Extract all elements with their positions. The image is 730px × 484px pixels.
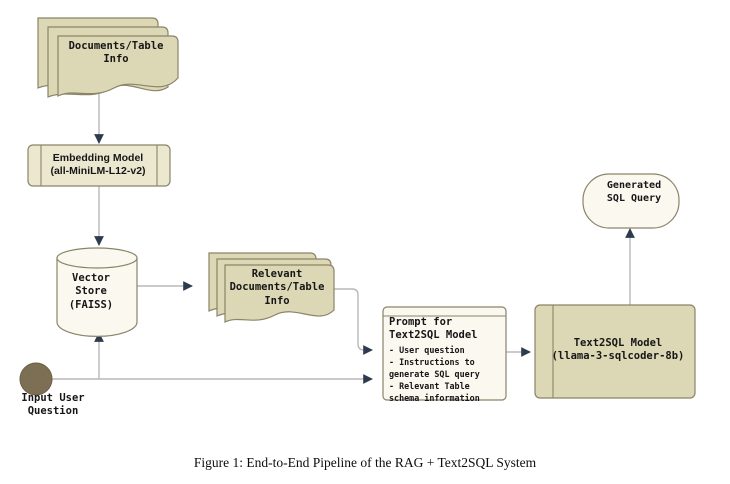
embedding-model-box (27, 144, 171, 187)
figure-caption: Figure 1: End-to-End Pipeline of the RAG… (193, 455, 537, 470)
text2sql-model-box (534, 304, 696, 399)
node-input-user-question[interactable] (19, 362, 53, 396)
node-documents-table-info[interactable] (37, 17, 179, 98)
node-relevant-documents[interactable] (208, 252, 335, 323)
edge-relevant-documents-to-prompt (334, 288, 373, 355)
node-generated-sql-query[interactable] (582, 173, 680, 229)
node-prompt-for-text2sql-model[interactable] (382, 306, 507, 401)
vector-store-cylinder-top (56, 247, 138, 269)
input-user-question-dot (19, 362, 53, 396)
generated-sql-query-stadium (582, 173, 680, 229)
relevant-stack-front-sheet (224, 264, 335, 323)
node-text2sql-model[interactable] (534, 304, 696, 399)
node-embedding-model[interactable] (27, 144, 171, 187)
vector-store-cylinder-body (56, 257, 138, 337)
node-vector-store[interactable] (56, 247, 138, 337)
prompt-box (382, 306, 507, 401)
document-stack-front-sheet (57, 35, 179, 97)
edge-layer (52, 92, 635, 384)
